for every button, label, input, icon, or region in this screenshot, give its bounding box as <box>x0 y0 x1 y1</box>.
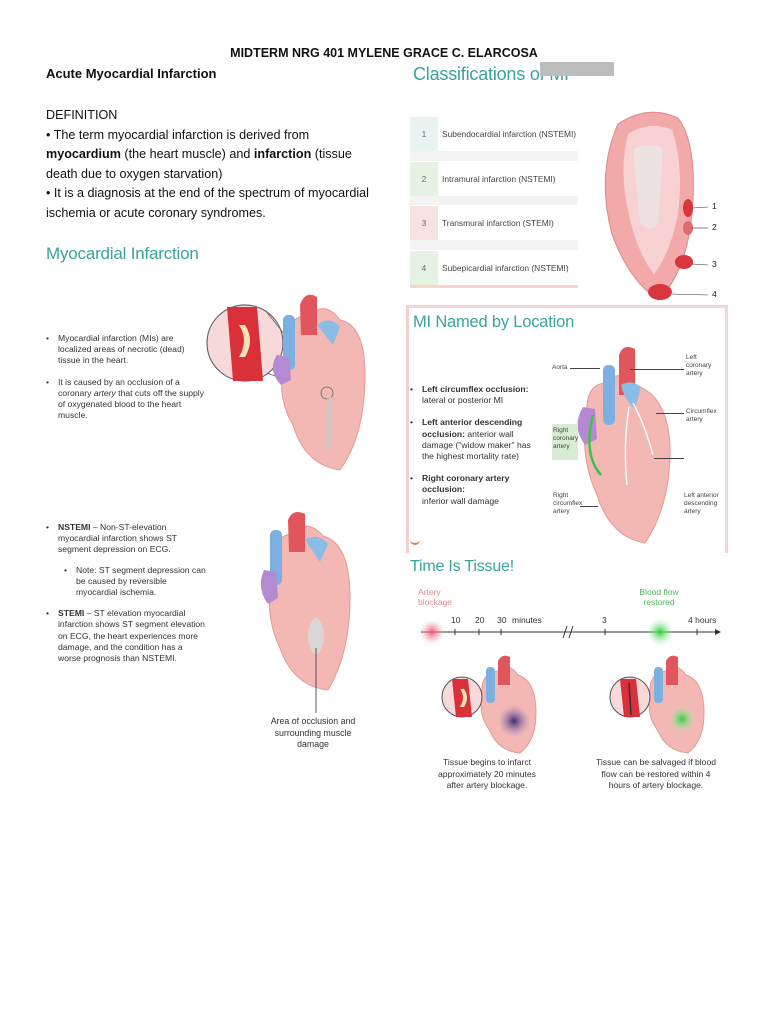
heart-damage-illustration <box>260 512 351 713</box>
nstemi-text: – Non-ST-elevation myocardial infarction… <box>58 522 177 555</box>
mi-bullet-2: It is caused by an occlusion of a corona… <box>46 377 206 422</box>
rca-text: inferior wall damage <box>422 495 499 506</box>
classification-row-4: 4 Subepicardial infarction (NSTEMI) <box>410 251 578 285</box>
row-spacer <box>410 240 578 250</box>
heart-occlusion-illustration <box>206 294 366 471</box>
lad-bullet: Left anterior descending occlusion: ante… <box>410 417 535 462</box>
mi-bullet-1: Myocardial infarction (MIs) are localize… <box>46 333 206 367</box>
leader-line <box>654 458 684 459</box>
lcx-text: lateral or posterior MI <box>422 395 504 406</box>
stemi-bullet: STEMI – ST elevation myocardial infarcti… <box>46 608 206 664</box>
nstemi-bullet: NSTEMI – Non-ST-elevation myocardial inf… <box>46 522 206 556</box>
def-text: • The term myocardial infarction is deri… <box>46 127 310 142</box>
definition-block: DEFINITION • The term myocardial infarct… <box>46 106 376 223</box>
classification-num: 4 <box>410 251 438 285</box>
classification-row-1: 1 Subendocardial infarction (NSTEMI) <box>410 117 578 151</box>
classification-label: Subepicardial infarction (NSTEMI) <box>442 263 569 273</box>
tick-4-hours: 4 hours <box>688 615 717 625</box>
tick-20: 20 <box>475 615 485 625</box>
rca-label: Right coronary artery occlusion: <box>422 473 510 495</box>
classification-label: Intramural infarction (NSTEMI) <box>442 174 556 184</box>
heart-artery-location-illustration <box>577 347 671 544</box>
definition-paragraph-2: • It is a diagnosis at the end of the sp… <box>46 186 369 220</box>
def-text: (tissue death due to oxygen starvation) <box>46 147 352 181</box>
classification-num: 2 <box>410 162 438 196</box>
lad-text: anterior wall damage ("widow maker" has … <box>422 428 531 462</box>
leader-line <box>656 413 684 414</box>
tick-10: 10 <box>451 615 461 625</box>
topic-title: Acute Myocardial Infarction <box>46 66 217 81</box>
page-header: MIDTERM NRG 401 MYLENE GRACE C. ELARCOSA <box>230 46 538 60</box>
classifications-title: Classifications of MI <box>413 64 569 84</box>
classification-label: Transmural infarction (STEMI) <box>442 218 554 228</box>
definition-paragraph-1: • The term myocardial infarction is deri… <box>46 126 376 185</box>
row-spacer <box>410 151 578 161</box>
artery-blockage-label: Artery blockage <box>418 587 453 607</box>
callout-4: 4 <box>712 289 717 299</box>
def-bold-myocardium: myocardium <box>46 147 121 161</box>
timeline-axis <box>419 618 721 646</box>
blood-flow-label: Blood flow restored <box>639 587 679 607</box>
right-circumflex-label: Right circumflex artery <box>553 492 583 515</box>
location-bullets: Left circumflex occlusion:lateral or pos… <box>410 384 535 507</box>
heart-cross-section-illustration <box>604 111 708 301</box>
classification-num: 1 <box>410 117 438 151</box>
timeline-caption-left: Tissue begins to infarct approximately 2… <box>438 757 536 790</box>
tick-minutes: minutes <box>512 615 542 625</box>
classification-label: Subendocardial infarction (NSTEMI) <box>442 129 577 139</box>
rca-bullet: Right coronary artery occlusion:inferior… <box>410 473 535 507</box>
leader-line <box>630 369 684 370</box>
tick-3: 3 <box>602 615 607 625</box>
left-coronary-label: Left coronary artery <box>686 354 712 377</box>
def-text: (the heart muscle) and <box>120 147 254 161</box>
stemi-bullets: NSTEMI – Non-ST-elevation myocardial inf… <box>46 522 206 664</box>
definition-heading: DEFINITION <box>46 108 118 122</box>
classifications-title-tab <box>540 62 614 76</box>
callout-3: 3 <box>712 259 717 269</box>
callout-2: 2 <box>712 222 717 232</box>
rca-highlight <box>552 424 578 460</box>
classification-row-2: 2 Intramural infarction (NSTEMI) <box>410 162 578 196</box>
bullet-text: It is caused by an occlusion of a corona… <box>58 376 180 398</box>
right-coronary-label: Right coronary artery <box>553 427 579 450</box>
tick-30: 30 <box>497 615 507 625</box>
mi-panel-title: Myocardial Infarction <box>46 244 199 263</box>
lad-artery-label: Left anterior descending artery <box>684 492 719 515</box>
callout-1: 1 <box>712 201 717 211</box>
lad-label: Left anterior descending occlusion: <box>422 417 523 439</box>
def-bold-infarction: infarction <box>253 147 312 161</box>
nstemi-label: NSTEMI <box>58 522 91 532</box>
heart-salvaged-illustration <box>609 655 705 754</box>
row-spacer <box>410 285 578 288</box>
stemi-text: – ST elevation myocardial infarction sho… <box>58 608 205 664</box>
mi-bullets: Myocardial infarction (MIs) are localize… <box>46 333 206 421</box>
decorative-swoosh <box>410 538 420 545</box>
circumflex-label: Circumflex artery <box>686 408 717 423</box>
timeline-title: Time Is Tissue! <box>410 558 514 575</box>
note-bullet: Note: ST segment depression can be cause… <box>64 565 206 599</box>
damage-caption: Area of occlusion and surrounding muscle… <box>270 716 356 749</box>
bullet-text: that cuts off the supply of oxygenated b… <box>58 387 205 421</box>
leader-line <box>570 368 600 369</box>
row-spacer <box>410 196 578 205</box>
classification-num: 3 <box>410 206 438 240</box>
lcx-bullet: Left circumflex occlusion:lateral or pos… <box>410 384 535 406</box>
leader-line <box>580 506 598 507</box>
location-panel-frame <box>406 305 728 553</box>
aorta-label: Aorta <box>552 364 568 371</box>
lcx-label: Left circumflex occlusion: <box>422 384 529 394</box>
classification-row-3: 3 Transmural infarction (STEMI) <box>410 206 578 240</box>
heart-infarct-illustration <box>441 655 537 754</box>
location-title: MI Named by Location <box>413 313 575 331</box>
stemi-label: STEMI <box>58 608 85 619</box>
timeline-caption-right: Tissue can be salvaged if blood flow can… <box>595 757 717 790</box>
bullet-italic: artery <box>93 387 116 398</box>
